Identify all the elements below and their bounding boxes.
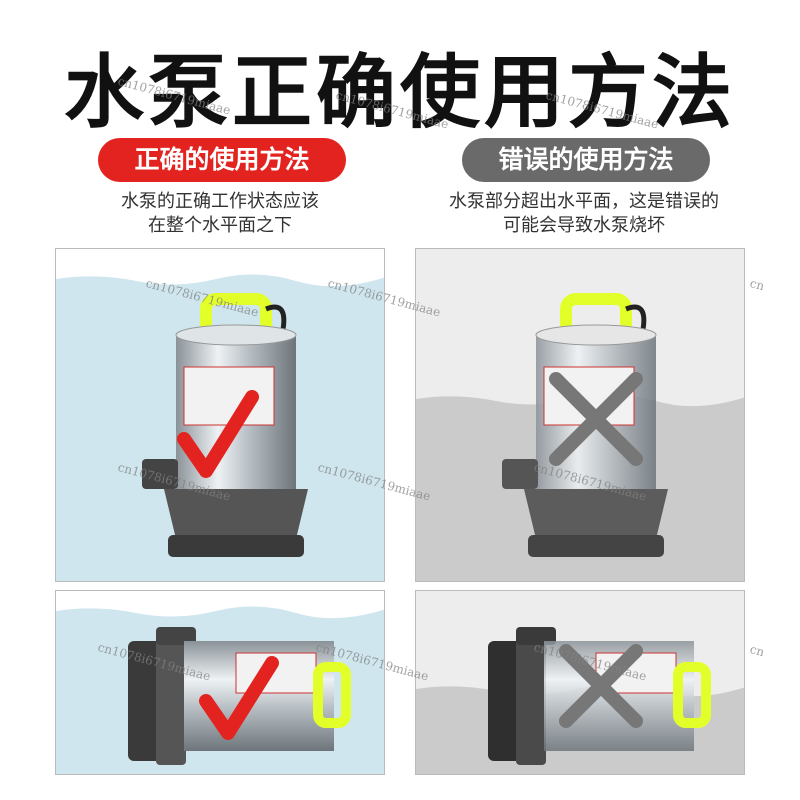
wrong-horizontal-pump-image bbox=[415, 590, 745, 775]
correct-desc-line-2: 在整个水平面之下 bbox=[148, 215, 292, 236]
cross-icon bbox=[559, 644, 643, 728]
correct-upright-pump-image bbox=[55, 248, 385, 582]
correct-desc-line-1: 水泵的正确工作状态应该 bbox=[121, 191, 319, 212]
page-title: 水泵正确使用方法 bbox=[64, 46, 736, 139]
watermark-text: cn bbox=[748, 642, 766, 660]
wrong-desc-line-2: 可能会导致水泵烧坏 bbox=[503, 215, 665, 236]
correct-usage-description: 水泵的正确工作状态应该 在整个水平面之下 bbox=[40, 190, 400, 238]
correct-usage-badge: 正确的使用方法 bbox=[98, 138, 346, 182]
wrong-upright-pump-image bbox=[415, 248, 745, 582]
wrong-desc-line-1: 水泵部分超出水平面，这是错误的 bbox=[449, 191, 719, 212]
watermark-text: cn bbox=[748, 276, 766, 294]
cross-icon bbox=[549, 372, 643, 466]
check-icon bbox=[199, 656, 279, 740]
correct-horizontal-pump-image bbox=[55, 590, 385, 775]
check-icon bbox=[177, 390, 259, 478]
wrong-usage-badge: 错误的使用方法 bbox=[462, 138, 710, 182]
wrong-usage-description: 水泵部分超出水平面，这是错误的 可能会导致水泵烧坏 bbox=[404, 190, 764, 238]
